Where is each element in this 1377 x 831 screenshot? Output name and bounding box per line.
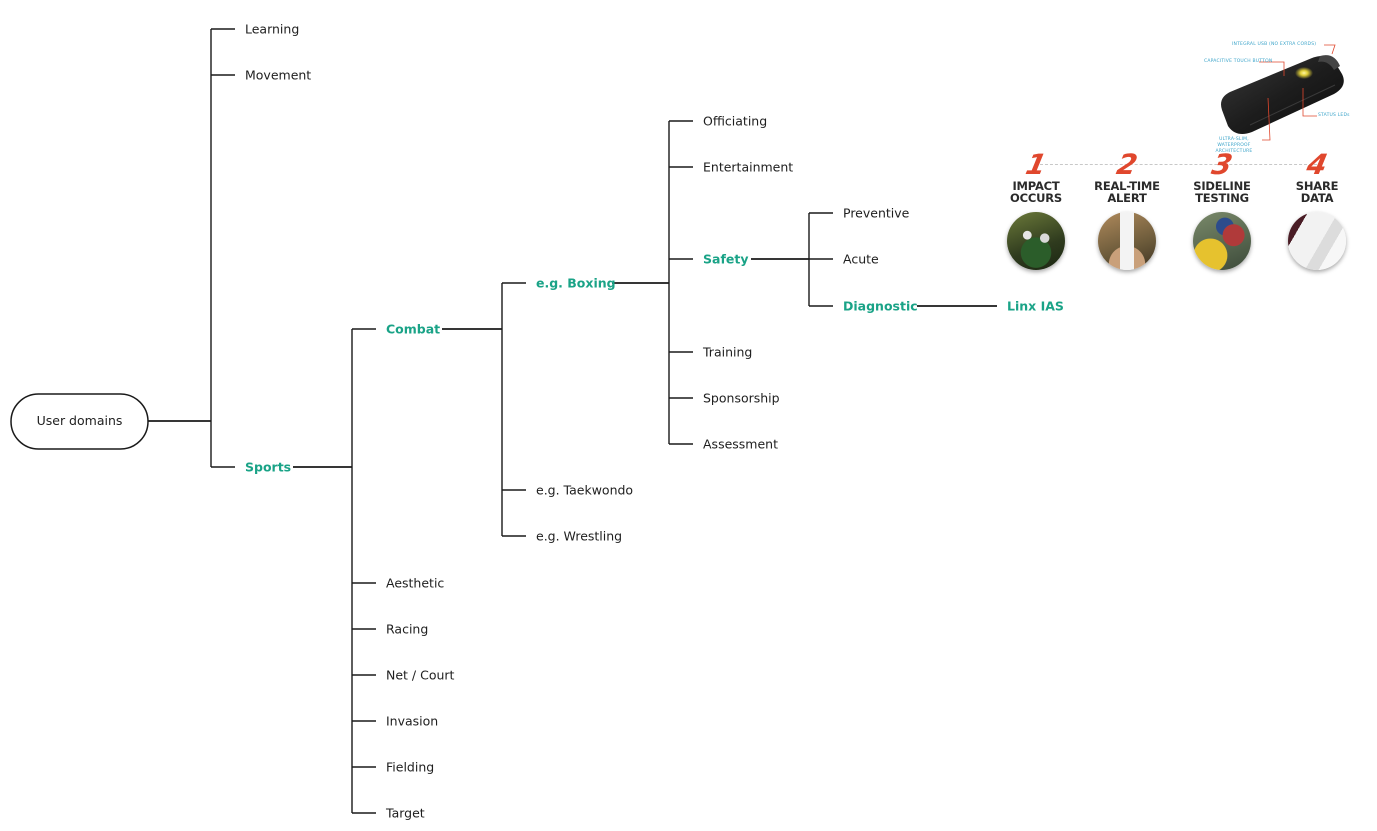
touch-callout: CAPACITIVE TOUCH BUTTON: [1204, 59, 1273, 64]
step-title: IMPACT OCCURS: [1010, 179, 1062, 205]
node-assessment[interactable]: Assessment: [703, 437, 778, 452]
node-linx-ias[interactable]: Linx IAS: [1007, 299, 1064, 314]
tree-connectors: [148, 28, 997, 814]
leds-callout-line: [1302, 88, 1317, 117]
node-boxing[interactable]: e.g. Boxing: [536, 276, 616, 291]
node-wrestling[interactable]: e.g. Wrestling: [536, 529, 622, 544]
node-fielding[interactable]: Fielding: [386, 760, 434, 775]
node-sports[interactable]: Sports: [245, 460, 291, 475]
node-combat[interactable]: Combat: [386, 322, 440, 337]
root-node-label: User domains: [37, 413, 123, 428]
step-title: SHARE DATA: [1295, 179, 1339, 205]
node-officiating[interactable]: Officiating: [703, 114, 767, 129]
usb-callout-line: [1324, 44, 1336, 55]
root-node[interactable]: User domains: [10, 393, 149, 450]
steps-divider: [1040, 164, 1317, 165]
linx-ias-panel: INTEGRAL USB (NO EXTRA CORDS) CAPACITIVE…: [1000, 40, 1362, 280]
node-safety[interactable]: Safety: [703, 252, 748, 267]
status-led-glow: [1295, 67, 1313, 79]
node-racing[interactable]: Racing: [386, 622, 428, 637]
step-number: 4: [1303, 148, 1331, 181]
root-node-shape: [10, 393, 149, 450]
linx-device-image: [1221, 44, 1344, 141]
slim-callout: ULTRA-SLIM, WATERPROOF ARCHITECTURE: [1215, 137, 1253, 154]
node-taekwondo[interactable]: e.g. Taekwondo: [536, 483, 633, 498]
slim-callout-line: [1262, 97, 1271, 141]
node-net-court[interactable]: Net / Court: [386, 668, 455, 683]
node-invasion[interactable]: Invasion: [386, 714, 438, 729]
step-title: REAL-TIME ALERT: [1094, 179, 1160, 205]
sideline-medic-photo: [1193, 212, 1251, 270]
node-acute[interactable]: Acute: [843, 252, 879, 267]
step-sideline-testing: 3 SIDELINE TESTING: [1182, 148, 1262, 270]
phone-alert-photo: [1098, 212, 1156, 270]
step-impact-occurs: 1 IMPACT OCCURS: [996, 148, 1076, 270]
workflow-steps: 1 IMPACT OCCURS 2 REAL-TIME ALERT 3 SIDE…: [1000, 148, 1362, 280]
football-tackle-photo: [1007, 212, 1065, 270]
node-movement[interactable]: Movement: [245, 68, 311, 83]
device-illustration: INTEGRAL USB (NO EXTRA CORDS) CAPACITIVE…: [1200, 40, 1362, 154]
node-entertainment[interactable]: Entertainment: [703, 160, 793, 175]
leds-callout: STATUS LEDs: [1318, 113, 1350, 118]
device-edge-highlight: [1249, 84, 1336, 126]
node-training[interactable]: Training: [702, 345, 752, 360]
node-sponsorship[interactable]: Sponsorship: [703, 391, 780, 406]
step-number: 2: [1113, 148, 1141, 181]
node-learning[interactable]: Learning: [245, 22, 299, 37]
step-number: 3: [1208, 148, 1236, 181]
device-body: [1221, 56, 1344, 134]
device-usb-tip: [1318, 55, 1340, 70]
node-aesthetic[interactable]: Aesthetic: [386, 576, 444, 591]
node-preventive[interactable]: Preventive: [843, 206, 910, 221]
node-target[interactable]: Target: [385, 806, 425, 821]
step-number: 1: [1022, 148, 1050, 181]
step-share-data: 4 SHARE DATA: [1277, 148, 1357, 270]
node-diagnostic[interactable]: Diagnostic: [843, 299, 918, 314]
doctor-coat-photo: [1288, 212, 1346, 270]
touch-callout-line: [1259, 61, 1285, 76]
usb-callout: INTEGRAL USB (NO EXTRA CORDS): [1232, 42, 1317, 47]
step-real-time-alert: 2 REAL-TIME ALERT: [1087, 148, 1167, 270]
step-title: SIDELINE TESTING: [1193, 179, 1251, 205]
